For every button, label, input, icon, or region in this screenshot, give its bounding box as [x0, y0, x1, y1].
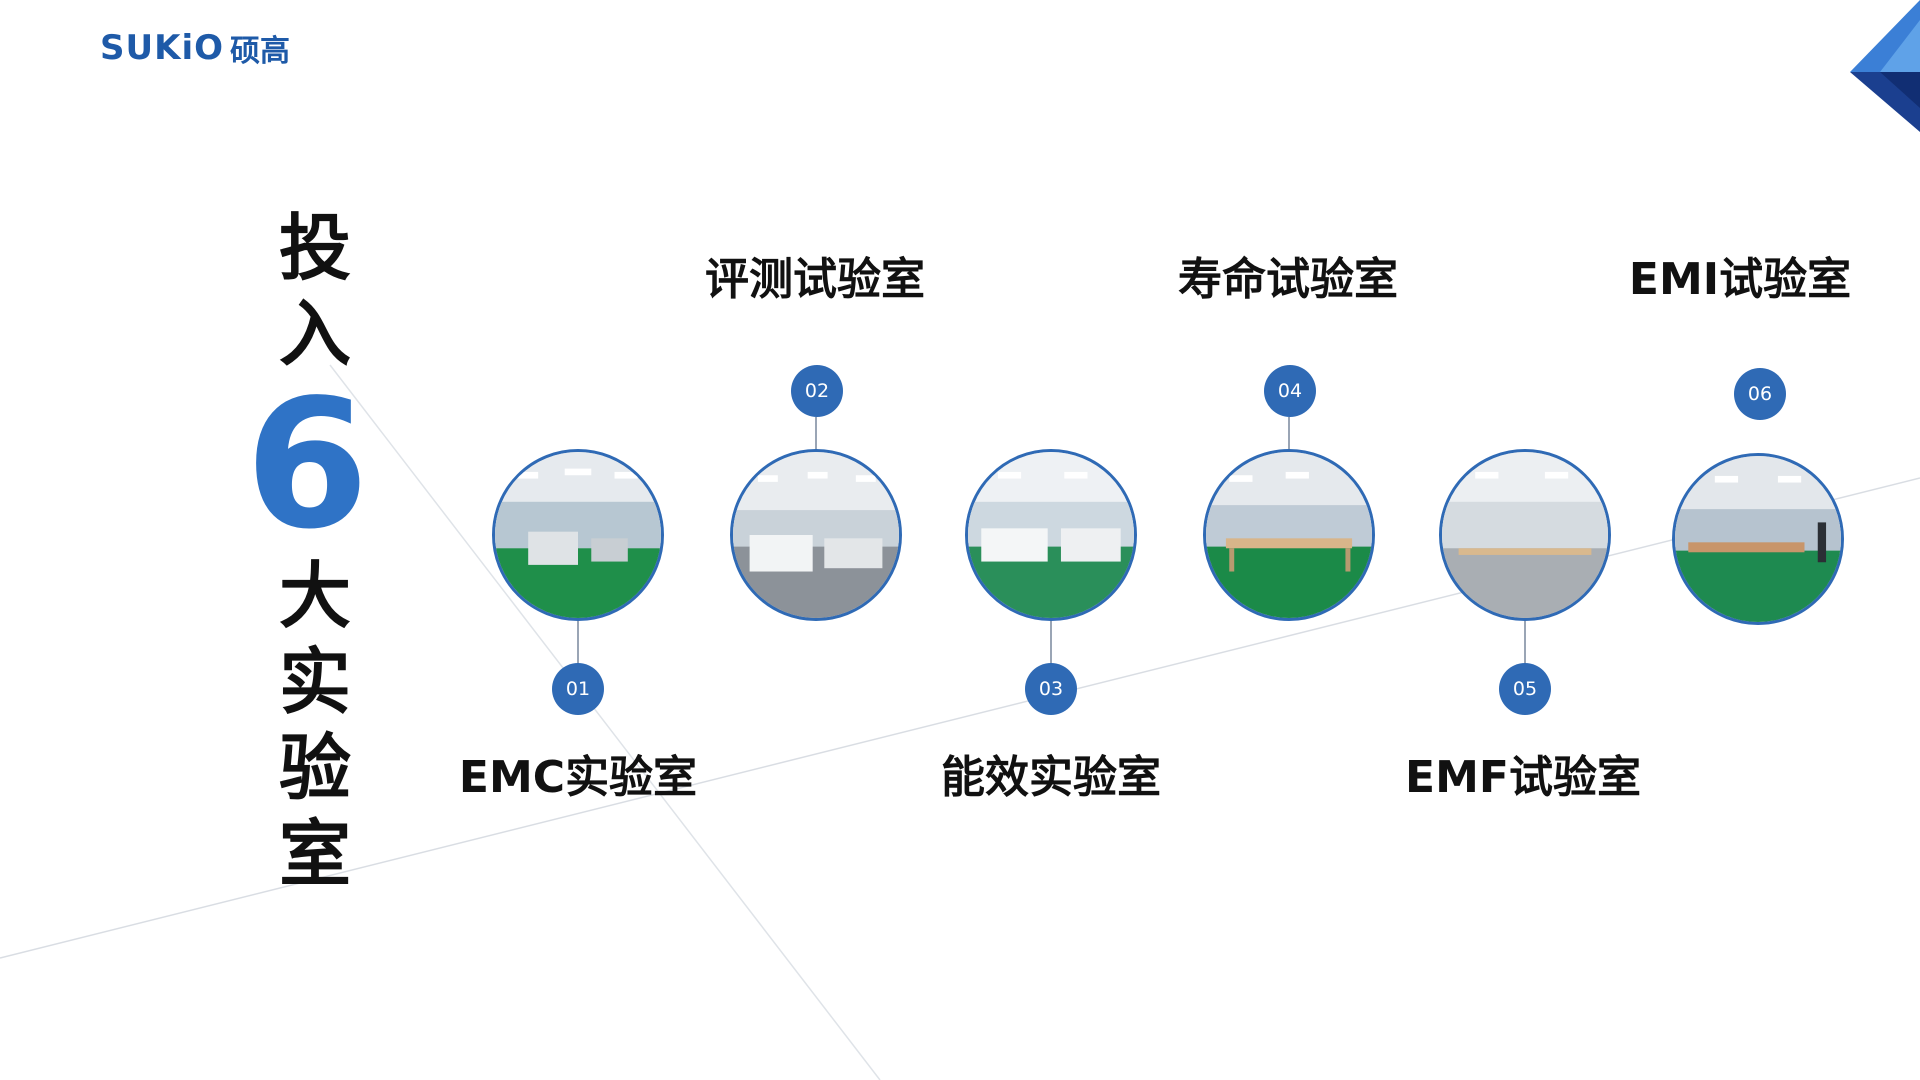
lab-title-04: 寿命试验室	[1178, 254, 1398, 305]
lab-number-badge-05: 05	[1499, 663, 1551, 715]
brand-logo: SUKiO 硕高	[100, 26, 290, 70]
logo-wordmark: SUKiO	[100, 28, 224, 68]
lab-number-badge-06: 06	[1734, 368, 1786, 420]
lab-photo-05	[1439, 449, 1611, 621]
lab-number-badge-03: 03	[1025, 663, 1077, 715]
lab-photo-01	[492, 449, 664, 621]
connector-line-03	[1050, 621, 1052, 664]
heading-char-3: 大	[278, 554, 351, 638]
connector-line-01	[577, 621, 579, 664]
lab-title-05: EMF试验室	[1405, 752, 1641, 803]
connector-line-04	[1288, 417, 1290, 451]
heading-char-5: 验	[278, 726, 351, 810]
lab-photo-02	[730, 449, 902, 621]
connector-line-05	[1524, 621, 1526, 664]
lab-title-03: 能效实验室	[941, 752, 1161, 803]
lab-title-01: EMC实验室	[458, 752, 698, 803]
heading-char-1: 投	[278, 206, 351, 290]
lab-title-02: 评测试验室	[705, 254, 925, 305]
lab-photo-04	[1203, 449, 1375, 621]
lab-number-badge-04: 04	[1264, 365, 1316, 417]
lab-photo-03	[965, 449, 1137, 621]
corner-arrow-decoration	[1850, 0, 1920, 132]
heading-char-4: 实	[278, 640, 351, 724]
connector-line-02	[815, 417, 817, 451]
lab-number-badge-02: 02	[791, 365, 843, 417]
vertical-heading: 投 入 6 大 实 验 室	[245, 205, 380, 897]
lab-photo-06	[1672, 453, 1844, 625]
heading-char-6: 室	[278, 812, 351, 896]
logo-chinese-name: 硕高	[230, 34, 290, 69]
lab-title-06: EMI试验室	[1628, 254, 1852, 305]
heading-char-2: 入	[278, 292, 351, 376]
heading-number: 6	[245, 361, 369, 568]
lab-number-badge-01: 01	[552, 663, 604, 715]
